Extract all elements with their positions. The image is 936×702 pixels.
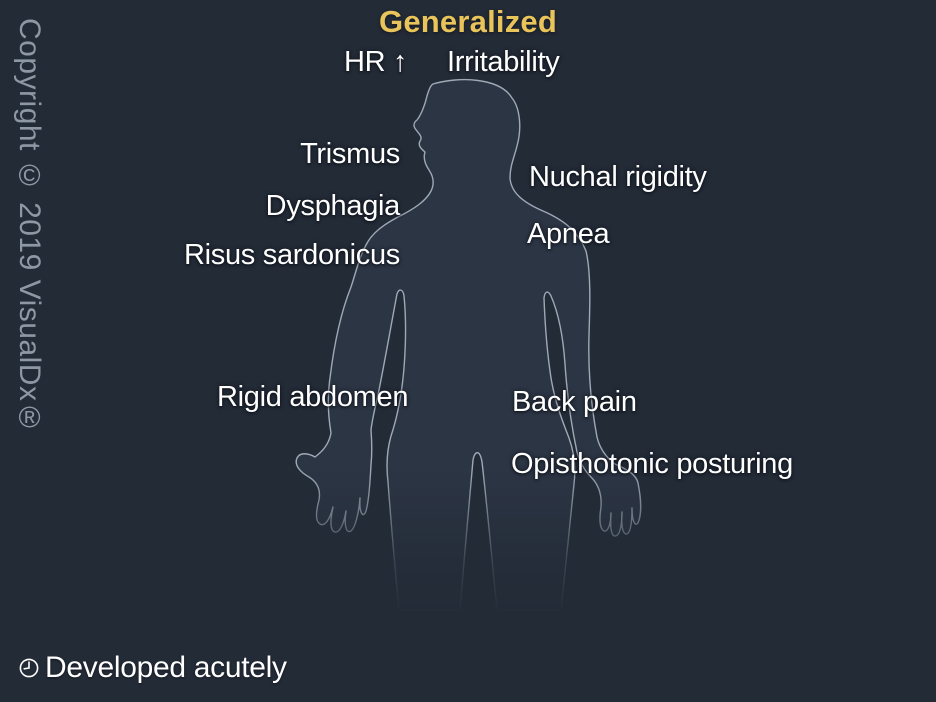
symptom-label-opisthotonic-posturing: Opisthotonic posturing <box>511 448 793 480</box>
symptom-label-back-pain: Back pain <box>512 386 637 418</box>
copyright-watermark: Copyright © 2019 VisualDx® <box>13 18 46 435</box>
figure-bottom-fade <box>0 468 936 638</box>
symptom-label-apnea: Apnea <box>527 218 610 250</box>
symptom-label-trismus: Trismus <box>300 138 400 170</box>
symptom-label-hr-increase: HR ↑ <box>344 46 408 78</box>
symptom-label-irritability: Irritability <box>447 46 560 78</box>
page-title: Generalized <box>379 4 557 39</box>
symptom-label-dysphagia: Dysphagia <box>265 190 401 222</box>
symptom-label-rigid-abdomen: Rigid abdomen <box>217 381 409 413</box>
clock-icon <box>19 658 39 678</box>
symptom-label-nuchal-rigidity: Nuchal rigidity <box>529 161 707 193</box>
symptom-label-risus-sardonicus: Risus sardonicus <box>183 239 400 271</box>
onset-note: Developed acutely <box>18 651 287 685</box>
onset-note-text: Developed acutely <box>45 651 287 684</box>
